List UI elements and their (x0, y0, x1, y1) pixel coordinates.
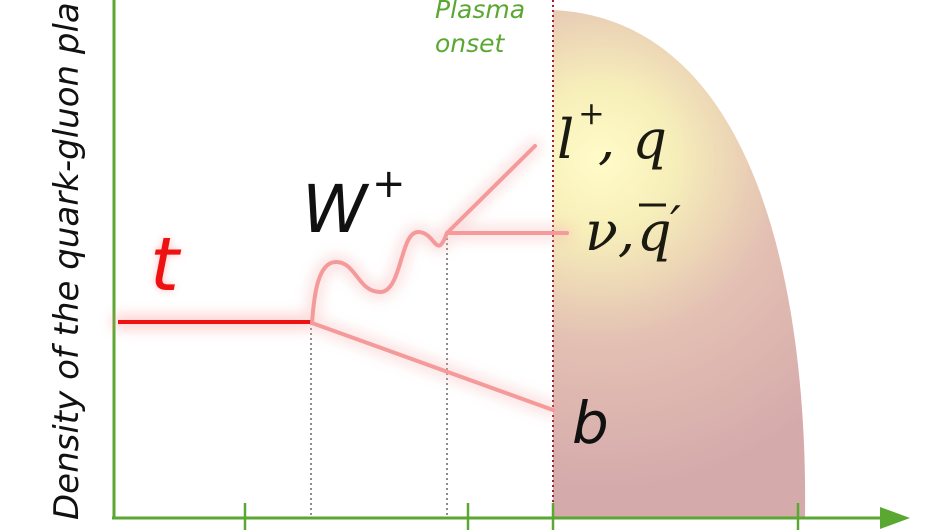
lepton-charge: + (578, 94, 605, 132)
top-quark-label: t (150, 222, 182, 308)
w-boson-label: W + (302, 161, 406, 248)
neutrino-label: ν, q ′ (585, 196, 681, 263)
w-boson-line (310, 229, 449, 325)
x-axis-arrow (880, 507, 910, 529)
bottom-quark-label: b (572, 389, 609, 457)
plasma-region (553, 10, 806, 518)
top-quark-label-glow: t (150, 222, 182, 308)
y-axis-label: Density of the quark-gluon pla (47, 2, 87, 520)
neutrino-symbol: ν, (585, 200, 652, 263)
lepton-rest: , q (598, 108, 667, 171)
w-boson-symbol: W (302, 171, 370, 248)
bottom-quark-line (310, 321, 555, 412)
lepton-line (445, 144, 537, 235)
plasma-onset-label-line1: Plasma (435, 0, 525, 24)
plasma-onset-label: Plasma onset (435, 0, 533, 58)
lepton-symbol: l (557, 108, 574, 171)
antiquark-symbol: q (637, 200, 672, 263)
lepton-label: l + , q (557, 94, 667, 171)
w-boson-charge: + (372, 161, 406, 207)
antiquark-prime: ′ (670, 196, 681, 252)
plasma-onset-label-line2: onset (435, 29, 506, 58)
